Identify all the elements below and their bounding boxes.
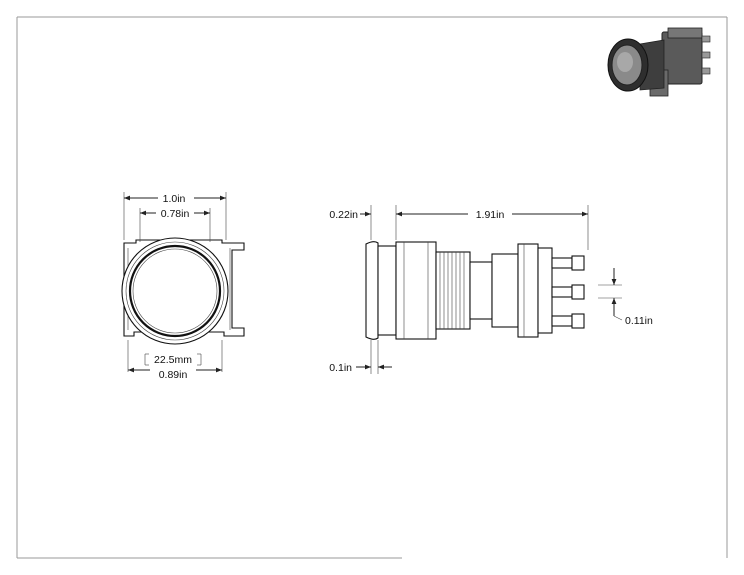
side-nut <box>469 261 493 320</box>
dim-flange: 0.22in <box>329 209 358 221</box>
side-flange <box>377 245 397 336</box>
side-switch-block <box>491 253 519 328</box>
side-view: 0.22in 1.91in 0.11in 0.1in <box>329 205 653 374</box>
dim-terminal: 0.11in <box>625 315 653 327</box>
side-body <box>395 241 437 340</box>
side-thread <box>435 251 471 330</box>
side-lip <box>365 241 379 340</box>
dim-diameter-mm: 22.5mm <box>154 354 192 366</box>
front-view: 1.0in 0.78in 22.5mm 0.89in <box>121 192 245 381</box>
sheet-border <box>16 16 728 559</box>
button-cap <box>128 244 222 338</box>
dim-overall-length: 1.91in <box>476 209 505 221</box>
dim-bezel-width: 0.78in <box>161 208 190 220</box>
side-terminals <box>551 255 585 329</box>
dim-overall-width: 1.0in <box>163 193 186 205</box>
dim-diameter-in: 0.89in <box>159 369 188 381</box>
isometric-pushbutton-preview-icon <box>607 27 711 97</box>
dim-lip: 0.1in <box>329 362 352 374</box>
